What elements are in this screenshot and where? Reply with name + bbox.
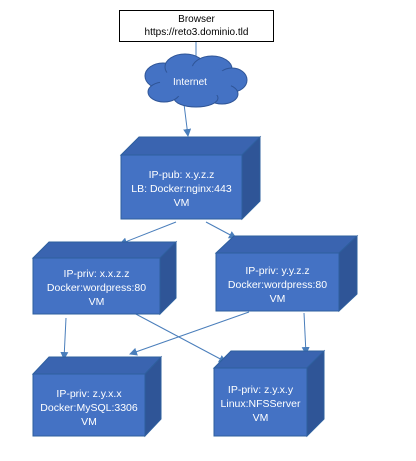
nfs-label: IP-priv: z.y.x.y Linux:NFSServer VM [214, 383, 307, 425]
arrow-wp1-to-mysql [60, 317, 69, 360]
wp2-ip: IP-priv: y.y.z.z [245, 265, 310, 277]
wp1-type: VM [88, 296, 105, 308]
lb-label: IP-pub: x.y.z.z LB: Docker:nginx:443 VM [121, 168, 242, 210]
wp2-type: VM [269, 293, 286, 305]
nfs-service: Linux:NFSServer [220, 398, 301, 410]
internet-label: Internet [173, 77, 207, 88]
vm-box-lb [119, 135, 262, 221]
wp2-label: IP-priv: y.y.z.z Docker:wordpress:80 VM [216, 264, 339, 306]
vm-box-nfs [212, 349, 326, 438]
connectors [60, 42, 310, 363]
arrow-lb-to-wp1 [119, 221, 177, 246]
internet-cloud [144, 53, 248, 108]
wp2-service: Docker:wordpress:80 [227, 279, 328, 291]
vm-box-mysql [31, 355, 163, 438]
mysql-type: VM [81, 416, 97, 428]
wp1-ip: IP-priv: x.x.z.z [63, 268, 130, 280]
wp1-label: IP-priv: x.x.z.z Docker:wordpress:80 VM [33, 267, 160, 309]
browser-box: Browser https://reto3.dominio.tld [119, 10, 274, 42]
arrow-lb-to-wp2 [205, 221, 237, 239]
wp1-service: Docker:wordpress:80 [46, 282, 147, 294]
lb-ip: IP-pub: x.y.z.z [148, 169, 215, 181]
mysql-service: Docker:MySQL:3306 [40, 402, 138, 414]
arrow-wp2-to-nfs [301, 312, 310, 355]
lb-type: VM [173, 197, 190, 209]
vm-box-wp1 [31, 240, 178, 316]
vm-box-wp2 [214, 234, 359, 313]
arrow-internet-to-lb [183, 103, 192, 137]
browser-url: https://reto3.dominio.tld [144, 27, 249, 38]
mysql-label: IP-priv: z.y.x.x Docker:MySQL:3306 VM [33, 387, 145, 429]
arrow-wp2-to-mysql [129, 311, 250, 356]
browser-title: Browser [178, 14, 215, 25]
lb-service: LB: Docker:nginx:443 [131, 183, 232, 195]
nfs-ip: IP-priv: z.y.x.y [227, 384, 294, 396]
mysql-ip: IP-priv: z.y.x.x [56, 388, 122, 400]
nfs-type: VM [252, 412, 269, 424]
